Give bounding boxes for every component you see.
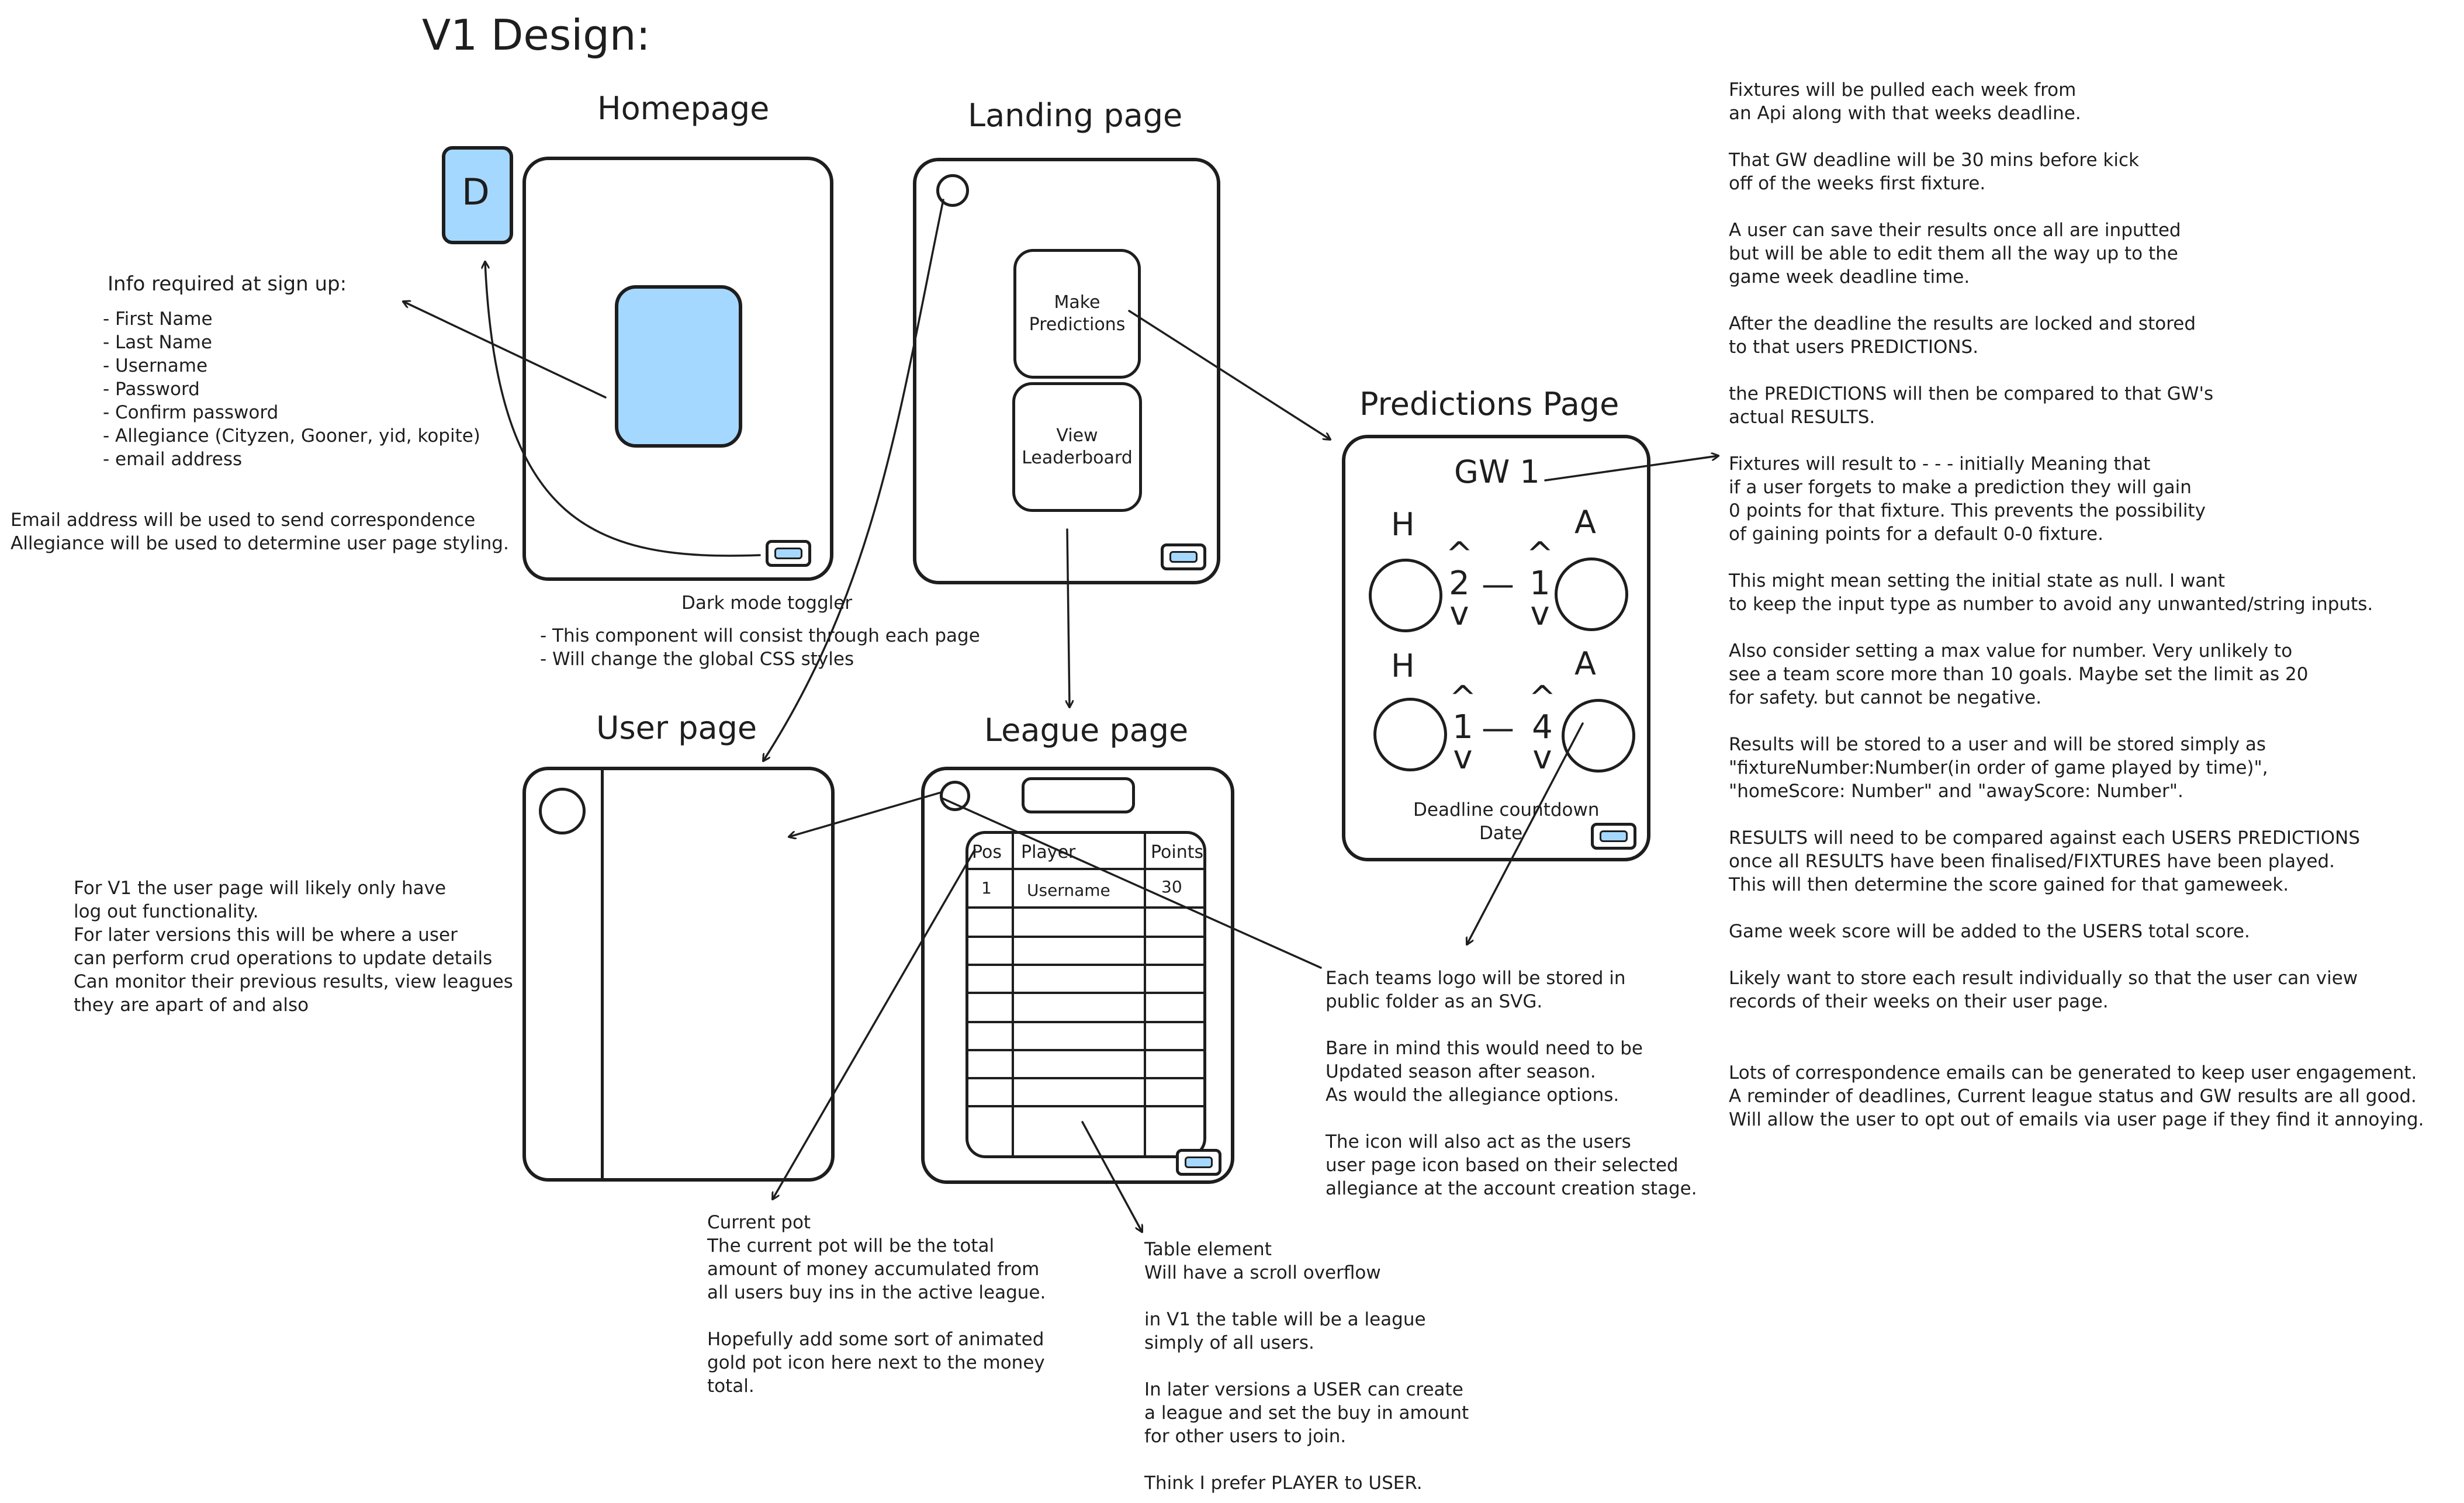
home-label: H [1391, 506, 1415, 543]
table-row [968, 1049, 1203, 1051]
league-page-heading: League page [984, 712, 1189, 749]
table-row [968, 1021, 1203, 1023]
table-column-divider [1012, 834, 1014, 1155]
view-leaderboard-button[interactable]: View Leaderboard [1012, 382, 1142, 512]
away-score-down-icon[interactable]: v [1530, 595, 1550, 633]
home-score-up-icon[interactable]: ^ [1449, 679, 1477, 717]
home-score-down-icon[interactable]: v [1453, 739, 1473, 777]
homepage-heading: Homepage [597, 90, 770, 127]
table-column-divider [1144, 834, 1146, 1155]
table-row [968, 1105, 1203, 1107]
league-table[interactable]: Pos Player Points 1 Username 30 [965, 831, 1206, 1158]
email-allegiance-note: Email address will be used to send corre… [11, 510, 509, 554]
home-team-logo-icon [1373, 698, 1447, 771]
deadline-countdown: Deadline countdown Date [1413, 799, 1600, 844]
table-header-player: Player [1021, 842, 1076, 863]
table-row [968, 906, 1203, 909]
user-page-note: For V1 the user page will likely only ha… [74, 878, 513, 1016]
user-page-heading: User page [596, 709, 757, 746]
current-pot-note: Current pot The current pot will be the … [707, 1212, 1046, 1397]
signup-title: Info required at sign up: [108, 272, 347, 296]
gameweek-label: GW 1 [1454, 453, 1540, 490]
table-element-note: Table element Will have a scroll overflo… [1144, 1239, 1469, 1494]
predictions-frame: GW 1 H A ^ 2 v — ^ 1 v H A ^ 1 v — ^ 4 v… [1342, 435, 1650, 861]
homepage-frame [522, 157, 833, 581]
make-predictions-button[interactable]: Make Predictions [1013, 249, 1141, 379]
away-score-down-icon[interactable]: v [1532, 739, 1552, 777]
away-label: A [1574, 645, 1596, 682]
logo-tile[interactable]: D [442, 146, 513, 244]
landing-frame: Make Predictions View Leaderboard [913, 158, 1220, 584]
table-row [968, 992, 1203, 994]
score-separator: — [1482, 709, 1514, 747]
table-header-pos: Pos [972, 842, 1002, 863]
signup-field-list: - First Name - Last Name - Username - Pa… [103, 309, 480, 470]
dark-mode-toggle-icon[interactable] [1161, 543, 1206, 570]
team-logo-note: Each teams logo will be stored in public… [1326, 968, 1697, 1199]
away-score-up-icon[interactable]: ^ [1528, 679, 1556, 717]
table-header-rule [968, 868, 1203, 870]
fixtures-note: Fixtures will be pulled each week from a… [1729, 79, 2373, 1012]
diagram-title: V1 Design: [422, 11, 650, 60]
predictions-heading: Predictions Page [1359, 386, 1619, 422]
table-cell-points: 30 [1161, 877, 1182, 896]
home-score-value[interactable]: 2 [1449, 565, 1470, 602]
table-row [968, 936, 1203, 938]
score-separator: — [1482, 566, 1514, 604]
away-score-up-icon[interactable]: ^ [1526, 535, 1554, 573]
landing-heading: Landing page [968, 97, 1183, 134]
table-cell-player: Username [1027, 881, 1110, 900]
away-score-value[interactable]: 4 [1532, 708, 1553, 746]
user-avatar-icon[interactable] [940, 781, 970, 811]
dark-mode-toggle-icon[interactable] [1176, 1149, 1221, 1176]
user-avatar-icon[interactable] [539, 788, 586, 834]
table-header-points: Points [1151, 842, 1204, 863]
sidebar-divider [601, 770, 604, 1178]
table-row [968, 964, 1203, 966]
home-score-down-icon[interactable]: v [1449, 595, 1469, 633]
logo-letter: D [462, 171, 490, 213]
table-row [968, 1077, 1203, 1079]
league-page-frame: Pos Player Points 1 Username 30 [921, 767, 1234, 1184]
dark-mode-toggle-icon[interactable] [1591, 823, 1636, 850]
user-avatar-icon[interactable] [936, 174, 969, 207]
user-page-frame [522, 767, 835, 1182]
table-cell-pos: 1 [981, 878, 992, 898]
away-score-value[interactable]: 1 [1529, 565, 1551, 602]
dark-mode-notes: - This component will consist through ea… [540, 625, 980, 670]
away-team-logo-icon [1562, 699, 1635, 773]
dark-mode-label: Dark mode toggler [681, 593, 853, 614]
signup-form-box[interactable] [615, 285, 742, 448]
dark-mode-toggle-icon[interactable] [766, 540, 811, 567]
home-score-up-icon[interactable]: ^ [1445, 535, 1473, 573]
emails-note: Lots of correspondence emails can be gen… [1729, 1062, 2424, 1130]
home-team-logo-icon [1369, 559, 1442, 632]
home-label: H [1391, 647, 1415, 684]
away-label: A [1574, 504, 1596, 541]
current-pot-box [1022, 777, 1135, 813]
away-team-logo-icon [1555, 557, 1628, 631]
